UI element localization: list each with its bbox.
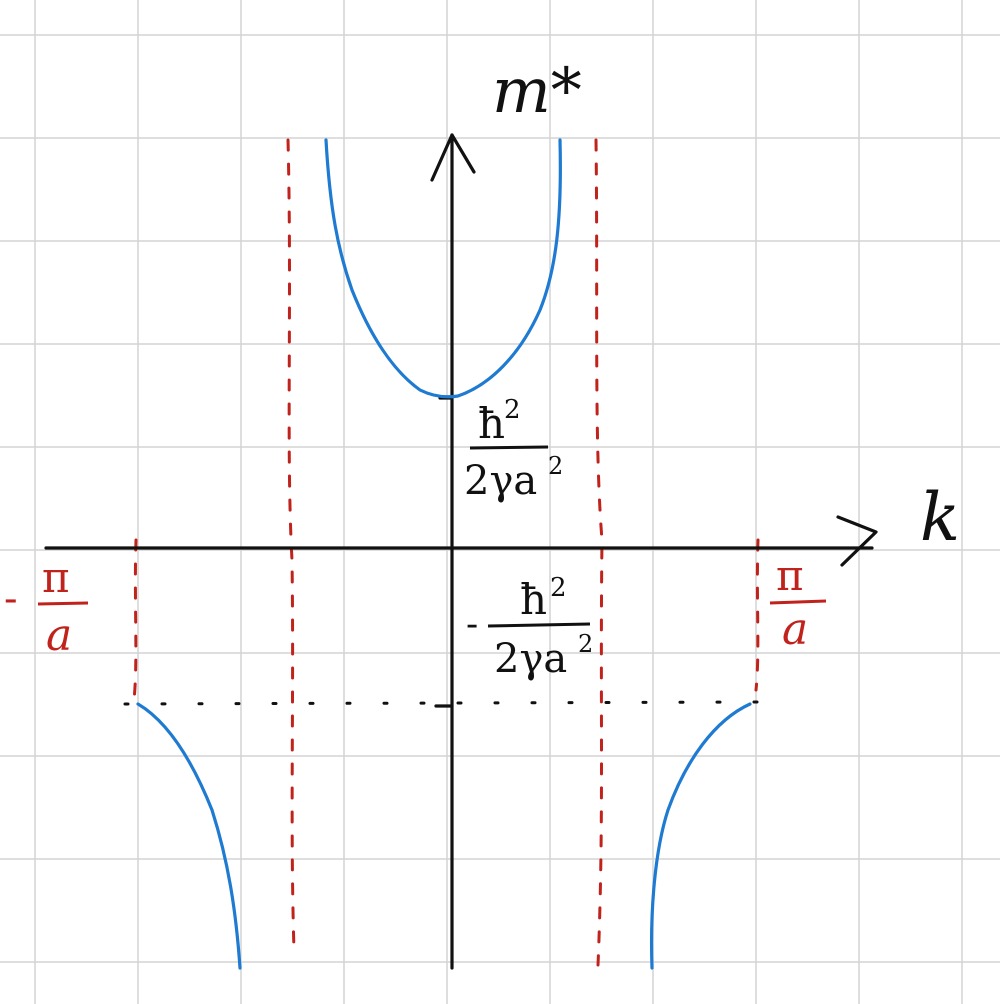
- x-axis-label: k: [920, 479, 960, 556]
- x-axis-arrowhead: [836, 515, 878, 567]
- right-inner-asymptote: [594, 138, 604, 967]
- asymptotes: [132, 138, 760, 967]
- right-fraction-bar: [769, 599, 827, 605]
- axis-labels: m* k: [492, 54, 960, 556]
- left-inner-asymptote: [286, 138, 296, 952]
- pos-denominator-exponent: 2: [548, 452, 563, 480]
- neg-numerator-exponent: 2: [550, 573, 567, 603]
- right-boundary-line: [754, 538, 760, 692]
- right-boundary-label: π a: [769, 551, 827, 655]
- left-numerator: π: [42, 553, 70, 602]
- left-sign: -: [4, 576, 18, 622]
- positive-mass-curve: [324, 138, 562, 399]
- neg-denominator: 2γa: [494, 636, 567, 682]
- positive-intercept-label: ħ 2 2γa 2: [464, 395, 563, 504]
- left-denominator: a: [46, 610, 72, 661]
- y-axis-label: m*: [492, 54, 582, 127]
- neg-numerator: ħ: [520, 575, 547, 624]
- neg-denominator-exponent: 2: [578, 630, 593, 658]
- neg-fraction-bar: [487, 622, 591, 628]
- negative-mass-curve-left: [136, 702, 242, 970]
- neg-sign: -: [466, 604, 478, 645]
- right-denominator: a: [782, 604, 808, 655]
- axes: [44, 133, 878, 970]
- left-fraction-bar: [37, 601, 89, 606]
- pos-denominator: 2γa: [464, 458, 537, 504]
- right-numerator: π: [776, 551, 804, 600]
- pos-numerator: ħ: [478, 399, 505, 448]
- mass-curves: [136, 138, 752, 970]
- pos-fraction-bar: [469, 445, 549, 450]
- pos-numerator-exponent: 2: [504, 395, 521, 425]
- left-boundary-line: [132, 538, 138, 702]
- y-axis-arrowhead: [430, 133, 476, 182]
- left-boundary-label: - π a: [4, 553, 89, 661]
- negative-mass-curve-right: [649, 702, 752, 970]
- negative-level-label: - ħ 2 2γa 2: [466, 573, 593, 682]
